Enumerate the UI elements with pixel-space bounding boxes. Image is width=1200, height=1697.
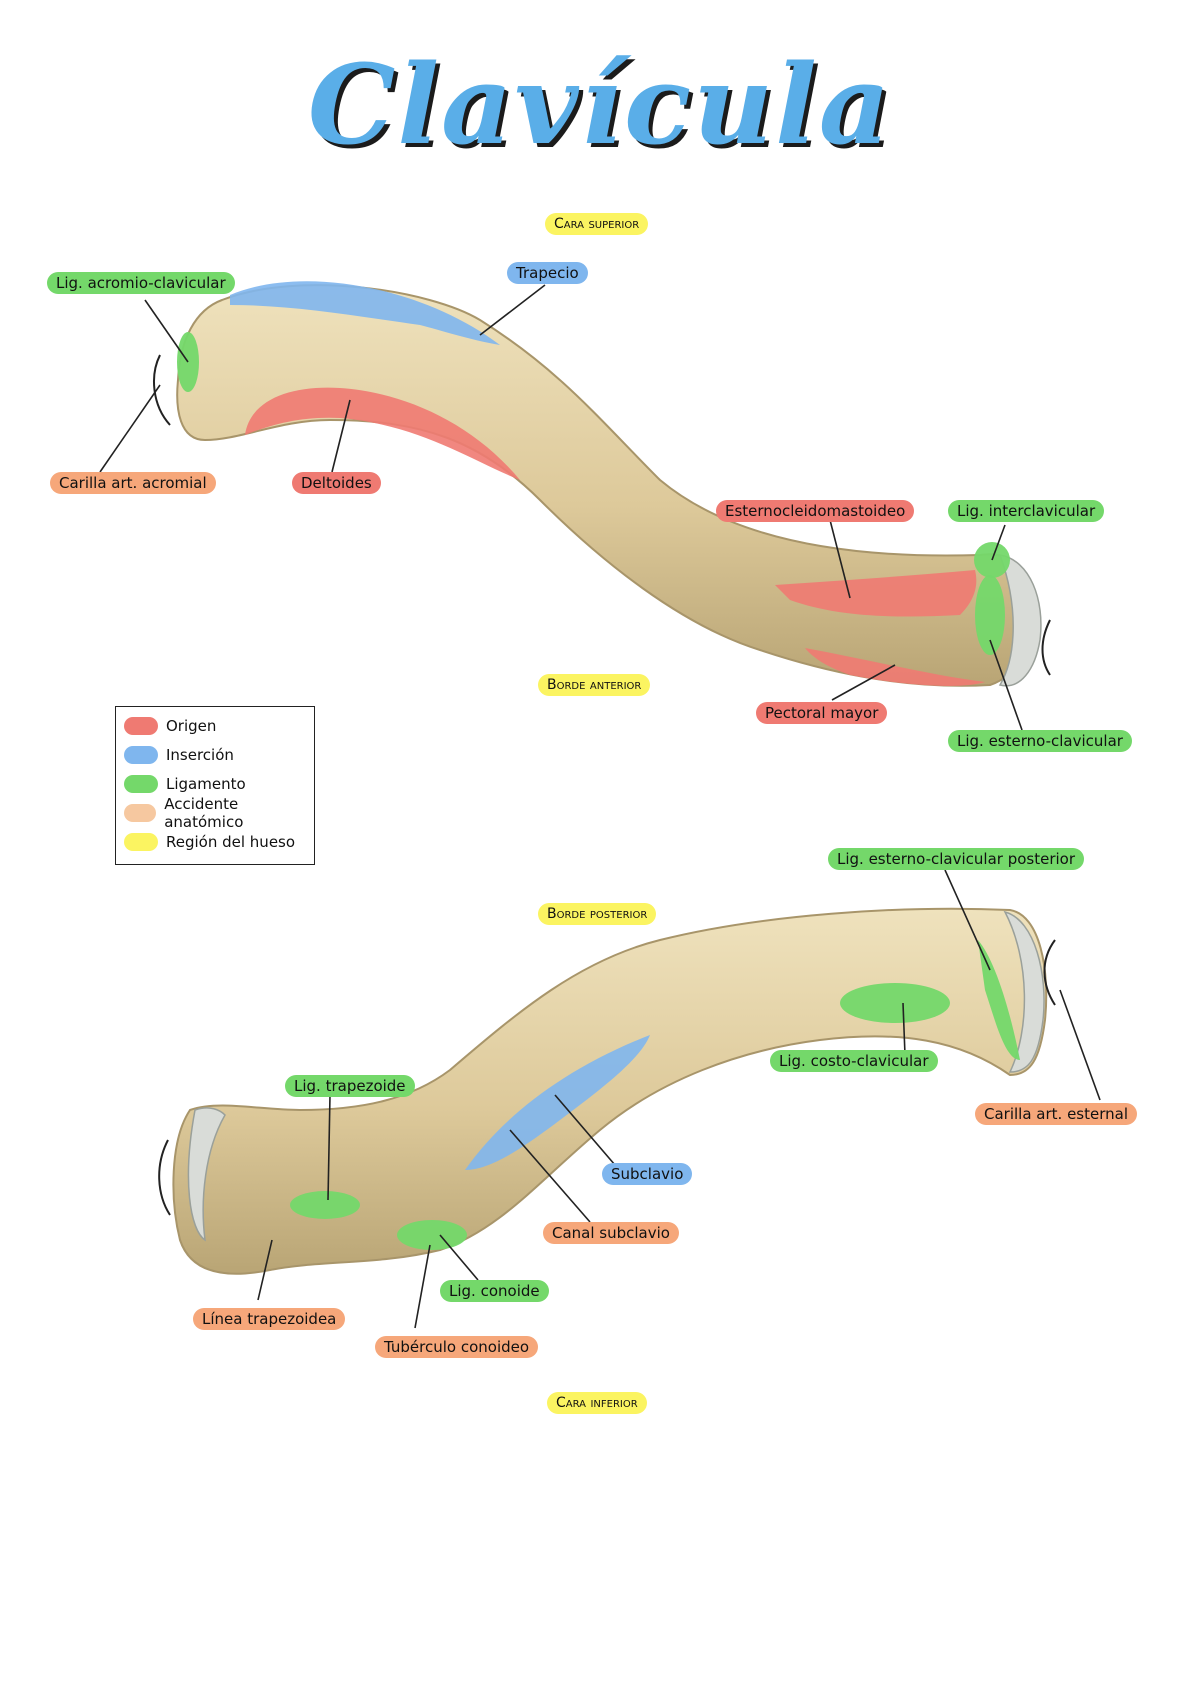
region-cara-inferior: Cara inferior <box>547 1392 647 1414</box>
region-cara-superior: Cara superior <box>545 213 649 235</box>
label-tuberculo-conoideo: Tubérculo conoideo <box>375 1336 539 1358</box>
label-trapecio: Trapecio <box>507 262 588 284</box>
lig-trapezoide-area <box>290 1191 360 1219</box>
sternal-end-facet-top <box>998 554 1042 687</box>
lig-esterno-area <box>975 575 1005 655</box>
legend-item-origen: Origen <box>124 715 216 737</box>
legend-item-region: Región del hueso <box>124 831 295 853</box>
legend-label: Inserción <box>166 746 234 764</box>
label-esternocleidomastoideo: Esternocleidomastoideo <box>716 500 915 522</box>
clavicle-inferior-bone <box>172 907 1048 1275</box>
legend-label: Región del hueso <box>166 833 296 851</box>
region-borde-posterior: Borde posterior <box>538 903 657 925</box>
label-lig-costo-clavicular: Lig. costo-clavicular <box>770 1050 938 1072</box>
sternal-end-facet-bottom <box>1003 910 1045 1073</box>
label-lig-interclavicular: Lig. interclavicular <box>948 500 1105 522</box>
lig-costo-area <box>840 983 950 1023</box>
legend-item-ligamento: Ligamento <box>124 773 246 795</box>
label-deltoides: Deltoides <box>292 472 381 494</box>
label-pectoral-mayor: Pectoral mayor <box>756 702 888 724</box>
legend-label: Origen <box>166 717 217 735</box>
acromial-end-facet-bottom <box>187 1107 226 1242</box>
legend: Origen Inserción Ligamento Accidente ana… <box>115 706 315 865</box>
legend-label: Accidente anatómico <box>164 795 244 831</box>
page-title: Clavícula <box>307 40 893 169</box>
label-lig-esterno-clavicular: Lig. esterno-clavicular <box>948 730 1132 752</box>
esternocleido-area <box>775 570 977 617</box>
label-lig-acromio-clavicular: Lig. acromio-clavicular <box>47 272 235 294</box>
legend-swatch <box>124 775 158 793</box>
label-subclavio: Subclavio <box>602 1163 693 1185</box>
label-lig-conoide: Lig. conoide <box>440 1280 549 1302</box>
label-lig-esterno-clavicular-posterior: Lig. esterno-clavicular posterior <box>828 848 1085 870</box>
label-lig-trapezoide: Lig. trapezoide <box>285 1075 415 1097</box>
legend-swatch <box>124 804 157 822</box>
subclavio-area <box>465 1035 650 1170</box>
legend-item-insercion: Inserción <box>124 744 234 766</box>
legend-item-accidente: Accidente anatómico <box>124 795 314 831</box>
label-carilla-esternal: Carilla art. esternal <box>975 1103 1137 1125</box>
legend-swatch <box>124 833 158 851</box>
lig-esterno-posterior-area <box>978 940 1020 1060</box>
pectoral-area <box>805 648 985 686</box>
deltoides-area <box>245 387 520 480</box>
lig-conoide-area <box>397 1220 467 1250</box>
label-carilla-acromial: Carilla art. acromial <box>50 472 216 494</box>
region-borde-anterior: Borde anterior <box>538 674 651 696</box>
legend-label: Ligamento <box>166 775 246 793</box>
label-canal-subclavio: Canal subclavio <box>543 1222 679 1244</box>
trapecio-area <box>230 281 500 345</box>
label-linea-trapezoidea: Línea trapezoidea <box>193 1308 346 1330</box>
legend-swatch <box>124 746 158 764</box>
legend-swatch <box>124 717 158 735</box>
